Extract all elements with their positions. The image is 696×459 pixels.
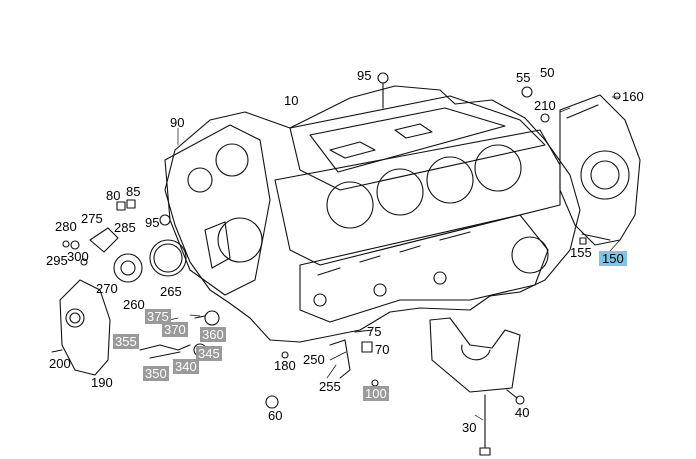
part-label-275: 275	[81, 211, 103, 226]
part-label-95: 95	[145, 215, 160, 230]
part-label-300: 300	[67, 249, 89, 264]
part-label-360: 360	[200, 327, 226, 342]
part-label-190: 190	[91, 375, 113, 390]
part-label-150: 150	[599, 251, 627, 266]
part-label-260: 260	[123, 297, 145, 312]
part-label-345: 345	[196, 346, 222, 361]
part-label-55: 55	[516, 70, 531, 85]
part-label-270: 270	[96, 281, 118, 296]
part-label-100: 100	[363, 386, 389, 401]
part-label-210: 210	[534, 98, 556, 113]
part-label-40: 40	[515, 405, 530, 420]
top-plugs	[377, 72, 587, 245]
part-label-180: 180	[274, 358, 296, 373]
part-label-285: 285	[114, 220, 136, 235]
front-seal-cover	[59, 279, 111, 376]
part-label-350: 350	[143, 366, 169, 381]
part-label-295: 295	[46, 253, 68, 268]
part-label-85: 85	[126, 184, 141, 199]
part-label-250: 250	[303, 352, 325, 367]
small-parts-left	[51, 199, 171, 353]
part-label-370: 370	[162, 322, 188, 337]
part-label-80: 80	[106, 188, 121, 203]
bolts	[479, 389, 525, 456]
part-label-375: 375	[145, 309, 171, 324]
part-label-155: 155	[570, 245, 592, 260]
part-label-355: 355	[113, 334, 139, 349]
part-label-30: 30	[462, 420, 477, 435]
part-label-70: 70	[375, 342, 390, 357]
part-label-50: 50	[540, 65, 555, 80]
part-label-200: 200	[49, 356, 71, 371]
lower-fittings	[139, 310, 379, 409]
pulley-assembly	[113, 239, 187, 283]
part-label-280: 280	[55, 219, 77, 234]
part-label-10: 10	[284, 93, 299, 108]
part-label-340: 340	[173, 359, 199, 374]
part-label-255: 255	[319, 379, 341, 394]
part-label-265: 265	[160, 284, 182, 299]
part-label-95: 95	[357, 68, 372, 83]
rear-cover-plate	[559, 92, 641, 246]
part-label-90: 90	[170, 115, 185, 130]
engine-block	[164, 85, 581, 343]
part-label-160: 160	[622, 89, 644, 104]
bearing-cap	[429, 317, 521, 393]
part-label-75: 75	[367, 324, 382, 339]
part-label-60: 60	[268, 408, 283, 423]
